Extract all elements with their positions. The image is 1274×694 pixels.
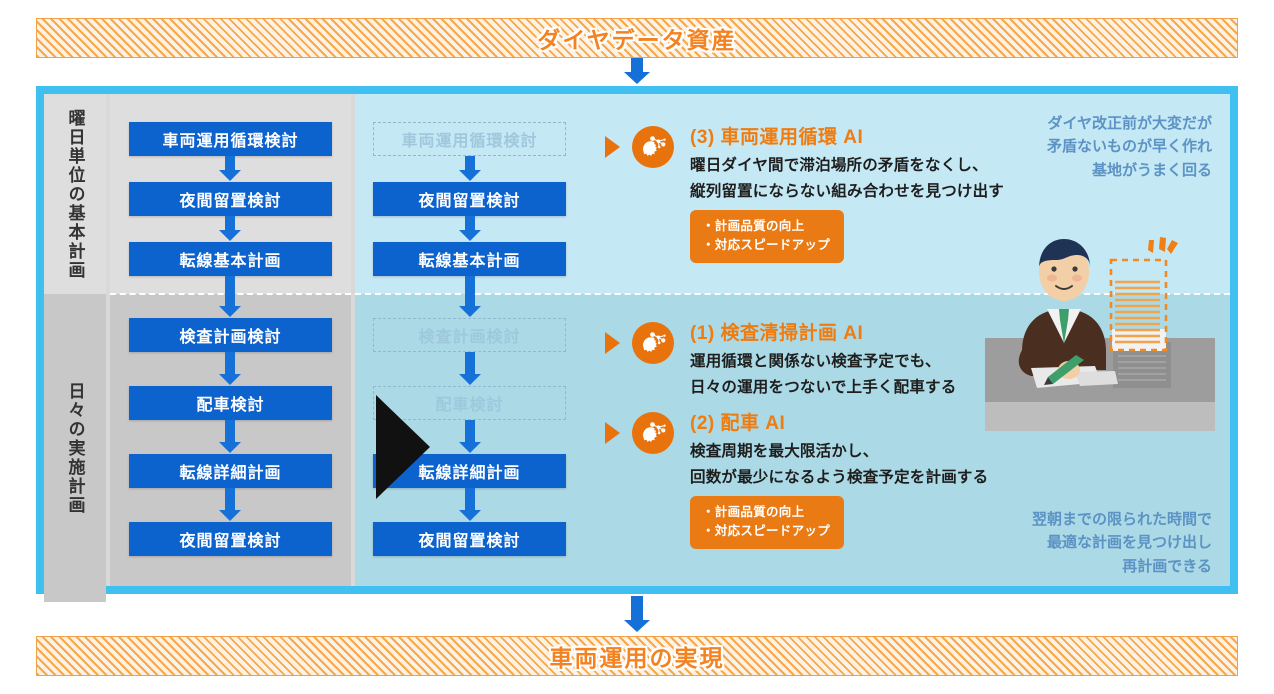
phase-divider-right	[355, 293, 1230, 295]
connector-head-a3	[459, 306, 481, 317]
connector-shaft-c6	[225, 488, 235, 510]
sidebar-item-daily-execution-plan: 日々の実施計画	[44, 294, 106, 602]
ai-callout-3-benefit-1: ・計画品質の向上	[702, 219, 805, 233]
connector-shaft-c2	[225, 216, 235, 230]
ai-callout-3-line-2: 縦列留置にならない組み合わせを見つけ出す	[690, 183, 1005, 200]
ai-callout-3-line-1: 曜日ダイヤ間で滞泊場所の矛盾をなくし、	[690, 157, 988, 174]
ai-callout-2-benefit-2: ・対応スピードアップ	[702, 523, 831, 538]
current-process-flow: 車両運用循環検討 夜間留置検討 転線基本計画 検査計画検討 配車検討 転線詳細計…	[110, 94, 351, 586]
phase-label-weekly: 曜日単位の基本計画	[65, 108, 85, 280]
note-bottom-line-1: 翌朝までの限られた時間で	[1031, 511, 1212, 528]
flow-step-ai-7[interactable]: 夜間留置検討	[373, 522, 566, 556]
flow-step-current-5[interactable]: 配車検討	[129, 386, 332, 420]
diagram-frame: 曜日単位の基本計画 日々の実施計画 車両運用循環検討 夜間留置検討	[36, 86, 1238, 602]
flow-step-ai-3[interactable]: 転線基本計画	[373, 242, 566, 276]
connector-head-a5	[459, 442, 481, 453]
connector-head-c4	[219, 374, 241, 385]
connector-head-c2	[219, 230, 241, 241]
flow-step-current-4[interactable]: 検査計画検討	[129, 318, 332, 352]
connector-shaft-c1	[225, 156, 235, 170]
connector-shaft-c4	[225, 352, 235, 374]
flow-step-current-1[interactable]: 車両運用循環検討	[129, 122, 332, 156]
flow-step-current-2[interactable]: 夜間留置検討	[129, 182, 332, 216]
flow-step-ai-1[interactable]: 車両運用循環検討	[373, 122, 566, 156]
ai-callout-3-benefits: ・計画品質の向上 ・対応スピードアップ	[690, 210, 845, 263]
ai-callout-3[interactable]: (3) 車両運用循環 AI 曜日ダイヤ間で滞泊場所の矛盾をなくし、 縦列留置にな…	[605, 114, 1025, 274]
ai-brain-network-icon-3	[632, 126, 674, 168]
ai-callout-2-benefit-1: ・計画品質の向上	[702, 505, 805, 519]
connector-shaft-c3	[225, 276, 235, 306]
phase-label-daily: 日々の実施計画	[65, 381, 85, 515]
flow-step-ai-2[interactable]: 夜間留置検討	[373, 182, 566, 216]
flow-step-current-3[interactable]: 転線基本計画	[129, 242, 332, 276]
sidebar-item-weekly-basic-plan: 曜日単位の基本計画	[44, 94, 106, 294]
connector-shaft-a5	[465, 420, 475, 442]
connector-head-a1	[459, 170, 481, 181]
ai-callout-3-benefit-2: ・対応スピードアップ	[702, 237, 831, 252]
connector-shaft-a3	[465, 276, 475, 306]
arrow-down-icon-bottom	[624, 596, 650, 632]
connector-shaft-a6	[465, 488, 475, 510]
connector-head-a2	[459, 230, 481, 241]
note-top-line-3: 基地がうまく回る	[1091, 161, 1212, 179]
ai-callout-1-title: (1) 検査清掃計画 AI	[690, 323, 864, 344]
note-top-right: ダイヤ改正前が大変だが 矛盾ないものが早く作れ 基地がうまく回る	[1047, 112, 1212, 182]
ai-process-flow: 車両運用循環検討 夜間留置検討 転線基本計画 検査計画検討 配車検討 転線詳細計…	[355, 94, 585, 586]
triangle-right-icon-3	[605, 136, 620, 158]
connector-shaft-a4	[465, 352, 475, 374]
connector-head-c1	[219, 170, 241, 181]
ai-callout-2-line-2: 回数が最少になるよう検査予定を計画する	[690, 469, 989, 486]
top-banner-label: ダイヤデータ資産	[537, 27, 737, 53]
ai-callout-1[interactable]: (1) 検査清掃計画 AI 運用循環と関係ない検査予定でも、 日々の運用をつない…	[605, 310, 1025, 410]
ai-callout-1-line-1: 運用循環と関係ない検査予定でも、	[690, 353, 941, 370]
connector-head-a4	[459, 374, 481, 385]
triangle-right-icon-2	[605, 422, 620, 444]
flow-step-ai-5[interactable]: 配車検討	[373, 386, 566, 420]
ai-callout-1-line-2: 日々の運用をつないで上手く配車する	[690, 379, 957, 396]
note-bottom-line-3: 再計画できる	[1122, 557, 1212, 575]
connector-shaft-c5	[225, 420, 235, 442]
diagram-frame-inner: 曜日単位の基本計画 日々の実施計画 車両運用循環検討 夜間留置検討	[44, 94, 1230, 602]
connector-head-c6	[219, 510, 241, 521]
ai-callout-2-line-1: 検査周期を最大限活かし、	[690, 443, 879, 460]
triangle-right-icon-1	[605, 332, 620, 354]
ai-callout-2-benefits: ・計画品質の向上 ・対応スピードアップ	[690, 496, 845, 549]
note-bottom-right: 翌朝までの限られた時間で 最適な計画を見つけ出し 再計画できる	[1032, 508, 1212, 578]
ai-callout-3-title: (3) 車両運用循環 AI	[690, 127, 864, 148]
connector-head-c5	[219, 442, 241, 453]
bottom-banner: 車両運用の実現	[36, 636, 1238, 676]
flow-step-ai-4[interactable]: 検査計画検討	[373, 318, 566, 352]
connector-head-c3	[219, 306, 241, 317]
connector-head-a6	[459, 510, 481, 521]
ai-brain-network-icon-2	[632, 412, 674, 454]
note-top-line-2: 矛盾ないものが早く作れ	[1046, 138, 1212, 156]
connector-shaft-a1	[465, 156, 475, 170]
top-banner: ダイヤデータ資産	[36, 18, 1238, 58]
businessman-with-documents-illustration	[985, 216, 1215, 431]
triangle-right-icon-transition	[376, 395, 430, 499]
ai-callout-2-title: (2) 配車 AI	[690, 413, 786, 434]
note-bottom-line-2: 最適な計画を見つけ出し	[1046, 534, 1212, 552]
flow-step-current-7[interactable]: 夜間留置検討	[129, 522, 332, 556]
arrow-down-icon-top	[624, 58, 650, 84]
connector-shaft-a2	[465, 216, 475, 230]
note-top-line-1: ダイヤ改正前が大変だが	[1047, 115, 1212, 132]
flow-step-current-6[interactable]: 転線詳細計画	[129, 454, 332, 488]
bottom-banner-label: 車両運用の実現	[549, 645, 725, 671]
ai-brain-network-icon-1	[632, 322, 674, 364]
ai-callout-2[interactable]: (2) 配車 AI 検査周期を最大限活かし、 回数が最少になるよう検査予定を計画…	[605, 400, 1025, 565]
